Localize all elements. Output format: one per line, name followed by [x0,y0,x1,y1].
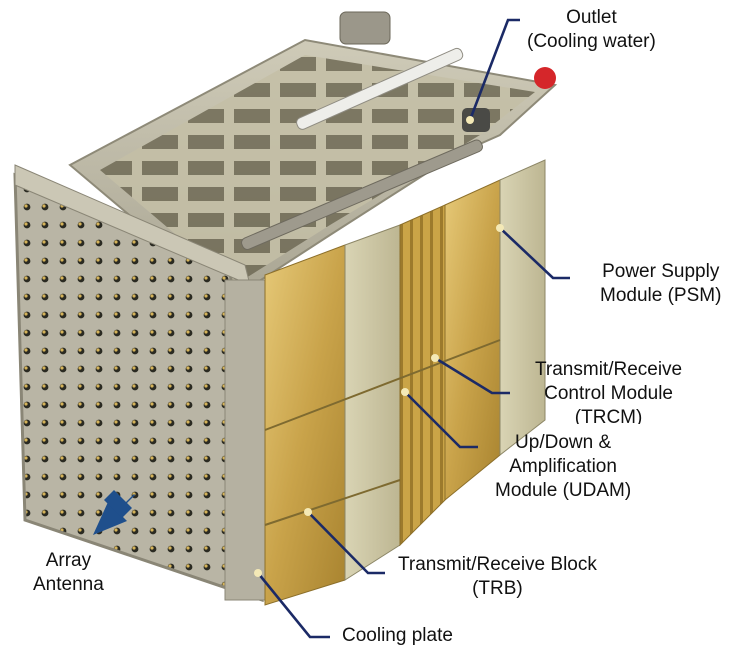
psm-label: Power Supply Module (PSM) [600,260,721,308]
cooling-plate-label: Cooling plate [342,624,453,648]
cooling-plate-label-line1: Cooling plate [342,625,453,646]
trb-label-line1: Transmit/Receive Block [398,554,597,575]
trcm-label-line3: (TRCM) [574,407,643,424]
psm-label-line1: Power Supply [602,261,720,282]
trcm-label: Transmit/Receive Control Module (TRCM) [535,358,682,424]
trcm-leader [434,356,510,395]
trb-label: Transmit/Receive Block (TRB) [398,553,597,601]
leader-dots [254,116,504,577]
module-stack [241,108,546,606]
trb-label-line2: (TRB) [472,578,523,599]
array-antenna-label-line2: Antenna [33,574,104,595]
array-antenna-face [13,164,266,603]
outlet-label-line2: (Cooling water) [527,31,656,52]
outlet-label: Outlet (Cooling water) [527,6,656,54]
array-antenna-label-line1: Array [45,550,92,571]
trcm-label-line2: Control Module [544,383,673,404]
udam-label-line1: Up/Down & [515,432,612,453]
psm-label-line2: Module (PSM) [600,285,722,306]
udam-label-line2: Amplification [509,456,617,477]
chassis-top [68,11,558,302]
psm-leader [499,227,570,280]
udam-label: Up/Down & Amplification Module (UDAM) [495,431,631,503]
leader-lines [256,18,570,639]
udam-leader [404,391,478,449]
trb-leader [307,511,385,575]
outlet-leader [468,18,520,121]
trcm-label-line1: Transmit/Receive [535,359,683,380]
array-antenna-label: Array Antenna [33,549,104,597]
udam-label-line3: Module (UDAM) [495,480,632,501]
cooling-plate-leader [256,572,330,639]
outlet-label-line1: Outlet [566,7,617,28]
